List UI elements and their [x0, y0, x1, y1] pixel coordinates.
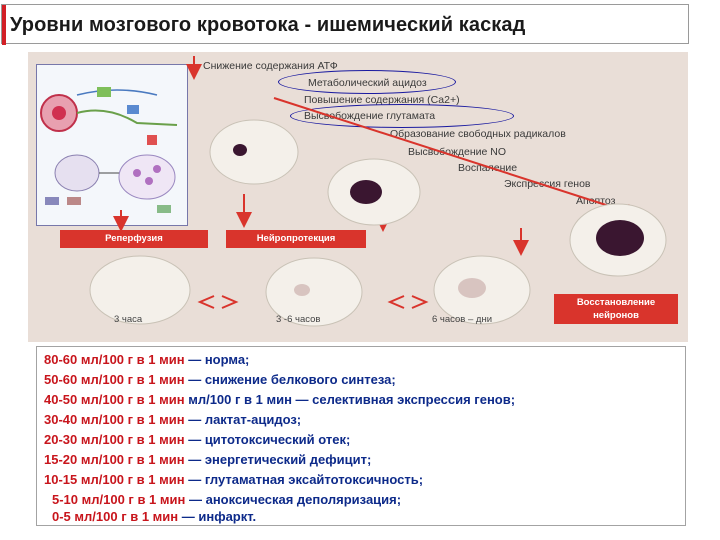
title-accent-bar [2, 5, 6, 45]
flow-value: 0-5 мл/100 г в 1 мин [52, 509, 179, 524]
restoration-line-1: Восстановление [576, 297, 656, 308]
flow-level-line: 40-50 мл/100 г в 1 мин мл/100 г в 1 мин … [44, 392, 515, 407]
flow-level-line: 15-20 мл/100 г в 1 мин — энергетический … [44, 452, 371, 467]
flow-level-line: 80-60 мл/100 г в 1 мин — норма; [44, 352, 249, 367]
ischemic-cascade-figure: Снижение содержания АТФ Метаболический а… [28, 52, 688, 342]
flow-description: — цитотоксический отек; [184, 432, 351, 447]
flow-value: 10-15 мл/100 г в 1 мин [44, 472, 185, 487]
time-label: 6 часов – дни [432, 314, 493, 325]
flow-level-line: 10-15 мл/100 г в 1 мин — глутаматная экс… [44, 472, 423, 487]
cascade-item: Снижение содержания АТФ [203, 60, 338, 72]
highlight-oval [290, 104, 514, 128]
flow-description: — инфаркт. [178, 509, 257, 524]
flow-description: — энергетический дефицит; [184, 452, 372, 467]
flow-value: 5-10 мл/100 г в 1 мин [52, 492, 186, 507]
reperfusion-banner: Реперфузия [60, 230, 208, 248]
blood-flow-levels-box: 80-60 мл/100 г в 1 мин — норма; 50-60 мл… [36, 346, 686, 526]
flow-value: 50-60 мл/100 г в 1 мин [44, 372, 185, 387]
restoration-line-2: нейронов [593, 310, 639, 321]
flow-level-line: 30-40 мл/100 г в 1 мин — лактат-ацидоз; [44, 412, 301, 427]
flow-description: — аноксическая деполяризация; [185, 492, 402, 507]
flow-value: 20-30 мл/100 г в 1 мин [44, 432, 185, 447]
cascade-item: Образование свободных радикалов [390, 128, 566, 140]
flow-description: мл/100 г в 1 мин — селективная экспресси… [184, 392, 516, 407]
flow-value: 15-20 мл/100 г в 1 мин [44, 452, 185, 467]
flow-level-line: 0-5 мл/100 г в 1 мин — инфаркт. [52, 509, 256, 524]
flow-level-line: 50-60 мл/100 г в 1 мин — снижение белков… [44, 372, 396, 387]
flow-level-line: 5-10 мл/100 г в 1 мин — аноксическая деп… [52, 492, 401, 507]
title-box: Уровни мозгового кровотока - ишемический… [1, 4, 689, 45]
time-label: 3 часа [114, 314, 143, 325]
flow-value: 40-50 мл/100 г в 1 мин [44, 392, 185, 407]
neuroprotection-banner: Нейропротекция [226, 230, 366, 248]
highlight-oval [278, 70, 456, 94]
flow-description: — глутаматная эксайтотоксичность; [184, 472, 424, 487]
neuron-restoration-banner: Восстановление нейронов [554, 294, 678, 324]
page-title: Уровни мозгового кровотока - ишемический… [10, 14, 526, 36]
flow-description: — лактат-ацидоз; [184, 412, 302, 427]
time-label: 3 -6 часов [276, 314, 321, 325]
flow-description: — снижение белкового синтеза; [184, 372, 396, 387]
synapse-inset-image [36, 64, 188, 226]
cascade-item: Повышение содержания (Са2+) [304, 94, 460, 106]
flow-description: — норма; [184, 352, 250, 367]
flow-value: 80-60 мл/100 г в 1 мин [44, 352, 185, 367]
flow-value: 30-40 мл/100 г в 1 мин [44, 412, 185, 427]
cascade-item: Экспрессия генов [504, 178, 591, 190]
flow-level-line: 20-30 мл/100 г в 1 мин — цитотоксический… [44, 432, 350, 447]
